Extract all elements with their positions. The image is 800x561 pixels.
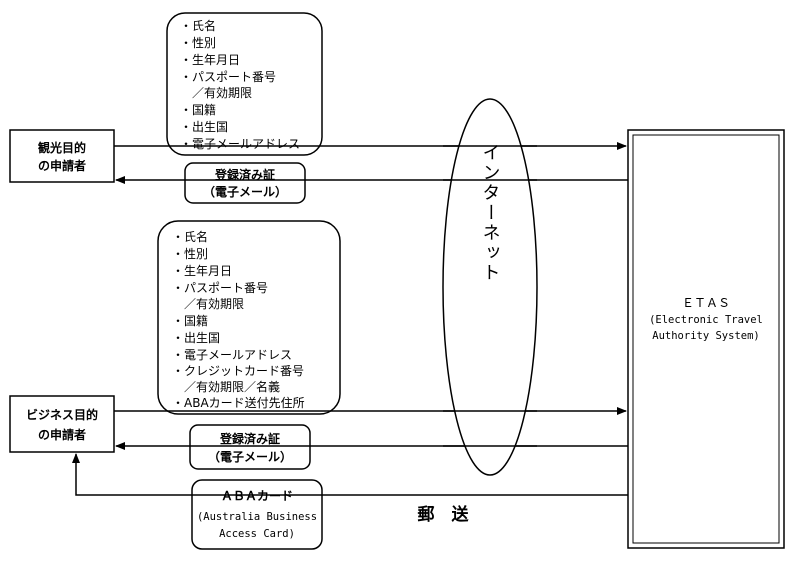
internet-label: インターネット: [480, 143, 501, 283]
business-info-item: ・国籍: [172, 313, 208, 328]
business-applicant-line2: の申請者: [38, 427, 86, 442]
business-info-item: ／有効期限: [172, 296, 244, 311]
aba-card-title: ＡＢＡカード: [221, 489, 293, 503]
tourist-info-item: ・性別: [180, 36, 216, 50]
business-info-item: ・クレジットカード番号: [172, 364, 304, 378]
business-cert-box: 登録済み証 （電子メール）: [189, 424, 311, 470]
aba-card-line3: Access Card): [219, 528, 295, 540]
business-info-box: ・氏名 ・性別 ・生年月日 ・パスポート番号 ／有効期限 ・国籍 ・出生国 ・電…: [157, 220, 341, 415]
tourist-info-item: ・出生国: [180, 120, 228, 134]
business-info-item: ・性別: [172, 247, 208, 261]
business-info-item: ・出生国: [172, 331, 220, 345]
tourist-info-item: ・生年月日: [180, 53, 240, 67]
etas-line2: (Electronic Travel: [649, 314, 763, 326]
aba-card-line2: (Australia Business: [197, 511, 317, 523]
tourist-cert-line2: （電子メール）: [203, 184, 287, 199]
business-info-item: ・パスポート番号: [172, 281, 268, 295]
tourist-applicant-box: 観光目的 の申請者: [9, 129, 115, 183]
business-info-item: ・氏名: [172, 229, 208, 244]
tourist-info-box: ・氏名 ・性別 ・生年月日 ・パスポート番号 ／有効期限 ・国籍 ・出生国 ・電…: [166, 12, 323, 156]
tourist-info-list: ・氏名 ・性別 ・生年月日 ・パスポート番号 ／有効期限 ・国籍 ・出生国 ・電…: [180, 18, 300, 151]
mail-label: 郵 送: [418, 504, 470, 525]
etas-line3: Authority System): [652, 330, 759, 342]
etas-box: ＥＴＡＳ (Electronic Travel Authority System…: [627, 129, 785, 549]
internet-ellipse: インターネット: [442, 98, 538, 476]
tourist-info-item: ・電子メールアドレス: [180, 137, 300, 151]
aba-card-box: ＡＢＡカード (Australia Business Access Card): [191, 479, 323, 550]
tourist-info-item: ・氏名: [180, 18, 216, 33]
business-cert-line2: （電子メール）: [208, 449, 292, 464]
business-cert-line1: 登録済み証: [219, 431, 280, 446]
business-info-item: ・生年月日: [172, 264, 232, 278]
business-info-item: ・ABAカード送付先住所: [172, 395, 305, 410]
tourist-info-item: ・国籍: [180, 102, 216, 117]
business-applicant-line1: ビジネス目的: [26, 407, 98, 422]
tourist-applicant-line2: の申請者: [38, 158, 86, 173]
business-info-item: ／有効期限／名義: [172, 379, 280, 394]
tourist-applicant-line1: 観光目的: [38, 140, 86, 155]
tourist-cert-box: 登録済み証 （電子メール）: [184, 162, 306, 204]
tourist-info-item: ・パスポート番号: [180, 70, 276, 84]
mail-return-arrow: [72, 453, 630, 496]
business-info-list: ・氏名 ・性別 ・生年月日 ・パスポート番号 ／有効期限 ・国籍 ・出生国 ・電…: [172, 229, 305, 410]
etas-title: ＥＴＡＳ: [682, 296, 730, 310]
tourist-info-item: ／有効期限: [180, 85, 252, 100]
business-info-item: ・電子メールアドレス: [172, 348, 292, 362]
tourist-cert-line1: 登録済み証: [214, 167, 275, 182]
business-applicant-box: ビジネス目的 の申請者: [9, 395, 115, 453]
